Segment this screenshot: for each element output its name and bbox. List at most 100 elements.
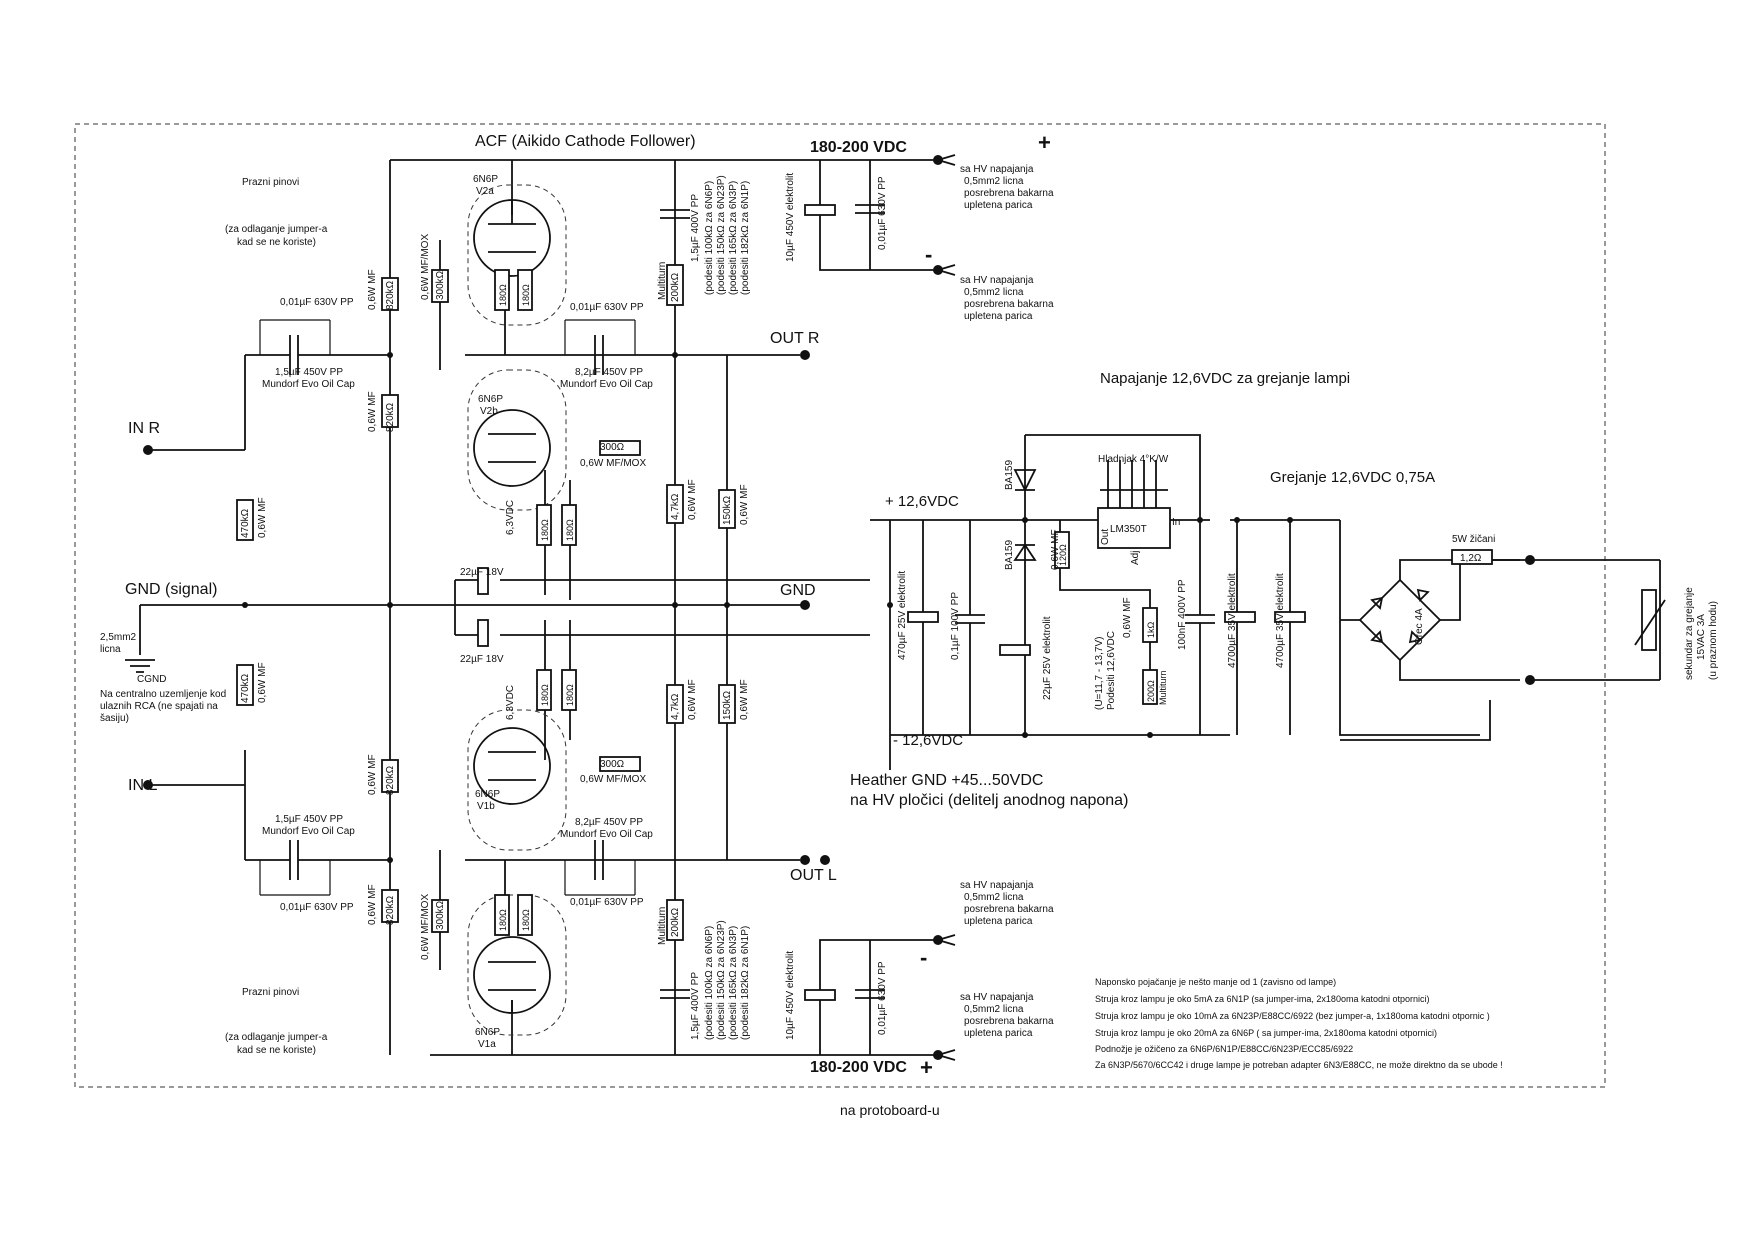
- out-r-label: OUT R: [770, 330, 819, 347]
- svg-text:posrebrena bakarna: posrebrena bakarna: [964, 299, 1054, 310]
- svg-text:(podesiti 100kΩ za 6N6P): (podesiti 100kΩ za 6N6P): [704, 926, 715, 1040]
- hv-minus-top: -: [925, 242, 932, 267]
- grejanje-label: Grejanje 12,6VDC 0,75A: [1270, 469, 1435, 486]
- heatsink-label: Hladnjak 4°K/W: [1098, 454, 1169, 465]
- out-l-label: OUT L: [790, 867, 837, 884]
- r180-5: 180Ω: [540, 684, 550, 706]
- svg-text:15VAC 3A: 15VAC 3A: [1696, 614, 1707, 660]
- svg-text:0,5mm2 licna: 0,5mm2 licna: [964, 287, 1024, 298]
- cgnd-label: CGND: [137, 674, 166, 685]
- tube-v1a-ref: V1a: [478, 1039, 496, 1050]
- svg-text:0,5mm2 licna: 0,5mm2 licna: [964, 892, 1024, 903]
- tube-v1b: [467, 709, 567, 851]
- r470k-top: 470kΩ: [240, 508, 251, 538]
- r47k-top-spec: 0,6W MF: [687, 479, 698, 520]
- tube-v2a: [467, 184, 567, 326]
- diodes-ba159: [1013, 469, 1037, 561]
- svg-text:0,5mm2 licna: 0,5mm2 licna: [964, 176, 1024, 187]
- capacitors-electrolytic: [477, 204, 1306, 1001]
- c001-630-top: 0,01µF 630V PP: [877, 176, 888, 250]
- r300-l: 300Ω: [600, 759, 625, 770]
- multiturn-top: Multiturn: [657, 262, 668, 300]
- r820k-3: 820kΩ: [385, 765, 396, 795]
- v63-bottom: 6,3VDC: [505, 685, 516, 720]
- in-l-label: IN L: [128, 777, 157, 794]
- u-range-1: (U=11,7 - 13,7V): [1094, 637, 1105, 710]
- heater-title: Napajanje 12,6VDC za grejanje lampi: [1100, 370, 1350, 387]
- r200: 200Ω: [1146, 680, 1156, 702]
- mundorf-r2-label: Mundorf Evo Oil Cap: [560, 379, 653, 390]
- terminals: [143, 155, 1535, 1060]
- bridge-rectifier: [1358, 578, 1442, 662]
- r180-1: 180Ω: [498, 284, 508, 306]
- c22-top: 22µF 18V: [460, 567, 504, 578]
- r5w-label: 5W žičani: [1452, 534, 1495, 545]
- v63-top: 6,3VDC: [505, 500, 516, 535]
- svg-text:Prazni pinovi: Prazni pinovi: [242, 177, 299, 188]
- note-4: Struja kroz lampu je oko 20mA za 6N6P ( …: [1095, 1028, 1437, 1038]
- heat-minus-label: - 12,6VDC: [893, 732, 963, 749]
- mundorf-l-label: Mundorf Evo Oil Cap: [262, 826, 355, 837]
- c470-25: 470µF 25V elektrolit: [897, 571, 908, 660]
- svg-text:(podesiti 165kΩ za 6N3P): (podesiti 165kΩ za 6N3P): [728, 181, 739, 295]
- lm-adj-label: Adj: [1130, 551, 1141, 565]
- svg-text:(za odlaganje jumper-a: (za odlaganje jumper-a: [225, 224, 328, 235]
- tube-v2b: [467, 369, 567, 511]
- r300-r-spec: 0,6W MF/MOX: [580, 458, 646, 469]
- svg-text:posrebrena bakarna: posrebrena bakarna: [964, 904, 1054, 915]
- r300k-bottom: 300kΩ: [435, 900, 446, 930]
- hv-plus-top: +: [1038, 130, 1051, 155]
- podesiti-top: (podesiti 100kΩ za 6N6P) (podesiti 150kΩ…: [704, 175, 751, 295]
- lm-in-label: In: [1172, 517, 1180, 528]
- tube-v2a-ref: V2a: [476, 186, 494, 197]
- r820k-4: 820kΩ: [385, 895, 396, 925]
- svg-text:(podesiti 182kΩ za 6N1P): (podesiti 182kΩ za 6N1P): [740, 926, 751, 1040]
- r300k-top-spec: 0,6W MF/MOX: [420, 234, 431, 300]
- r820k-3-spec: 0,6W MF: [367, 754, 378, 795]
- u-range-2: Podesiti 12,6VDC: [1106, 631, 1117, 710]
- c15-l-label: 1,5µF 450V PP: [275, 814, 343, 825]
- ba159-bottom: BA159: [1004, 540, 1015, 570]
- c15-r-label: 1,5µF 450V PP: [275, 367, 343, 378]
- r200k-bottom: 200kΩ: [670, 907, 681, 937]
- note-5: Podnožje je ožičeno za 6N6P/6N1P/E88CC/6…: [1095, 1044, 1353, 1054]
- notes: Naponsko pojačanje je nešto manje od 1 (…: [1095, 977, 1503, 1070]
- mundorf-l2-label: Mundorf Evo Oil Cap: [560, 829, 653, 840]
- c15-400-bottom: 1,5µF 400V PP: [690, 972, 701, 1040]
- note-6: Za 6N3P/5670/6CC42 i druge lampe je potr…: [1095, 1060, 1503, 1070]
- c10-450-top: 10µF 450V elektrolit: [785, 173, 796, 262]
- mundorf-r-label: Mundorf Evo Oil Cap: [262, 379, 355, 390]
- r470k-bottom: 470kΩ: [240, 673, 251, 703]
- gnd-label: GND: [780, 582, 816, 599]
- hv-plus-bottom: +: [920, 1055, 933, 1080]
- tube-v1b-type: 6N6P: [475, 789, 500, 800]
- c82-r-label: 8,2µF 450V PP: [575, 367, 643, 378]
- note-2: Struja kroz lampu je oko 5mA za 6N1P (sa…: [1095, 994, 1430, 1004]
- r180-2: 180Ω: [521, 284, 531, 306]
- hv-wire-note-4: sa HV napajanja 0,5mm2 licna posrebrena …: [960, 992, 1054, 1039]
- empty-pins-bottom: Prazni pinovi (za odlaganje jumper-a kad…: [225, 987, 328, 1056]
- ba159-top: BA159: [1004, 460, 1015, 490]
- board-outline: [74, 123, 1606, 1088]
- multiturn-bottom: Multiturn: [657, 907, 668, 945]
- c-coupling-l-label: 0,01µF 630V PP: [280, 902, 354, 913]
- svg-text:Prazni pinovi: Prazni pinovi: [242, 987, 299, 998]
- c4700-1: 4700µF 35V elektrolit: [1227, 573, 1238, 668]
- tube-v1a-type: 6N6P: [475, 1027, 500, 1038]
- r150k-top-spec: 0,6W MF: [739, 484, 750, 525]
- svg-text:sa HV napajanja: sa HV napajanja: [960, 275, 1034, 286]
- r470k-top-spec: 0,6W MF: [257, 497, 268, 538]
- svg-text:upletena parica: upletena parica: [964, 311, 1033, 322]
- cgnd-wire-2: licna: [100, 644, 121, 655]
- resistors: [236, 264, 1493, 941]
- hv-bottom-label: 180-200 VDC: [810, 1059, 907, 1076]
- r180-4: 180Ω: [565, 519, 575, 541]
- hv-wire-note-2: sa HV napajanja 0,5mm2 licna posrebrena …: [960, 275, 1054, 322]
- cgnd-wire-1: 2,5mm2: [100, 632, 137, 643]
- r180-3: 180Ω: [540, 519, 550, 541]
- c-coupling-r2-label: 0,01µF 630V PP: [570, 302, 644, 313]
- svg-text:(podesiti 100kΩ za 6N6P): (podesiti 100kΩ za 6N6P): [704, 181, 715, 295]
- schematic-title: ACF (Aikido Cathode Follower): [475, 133, 696, 150]
- r47k-bottom: 4,7kΩ: [670, 693, 681, 720]
